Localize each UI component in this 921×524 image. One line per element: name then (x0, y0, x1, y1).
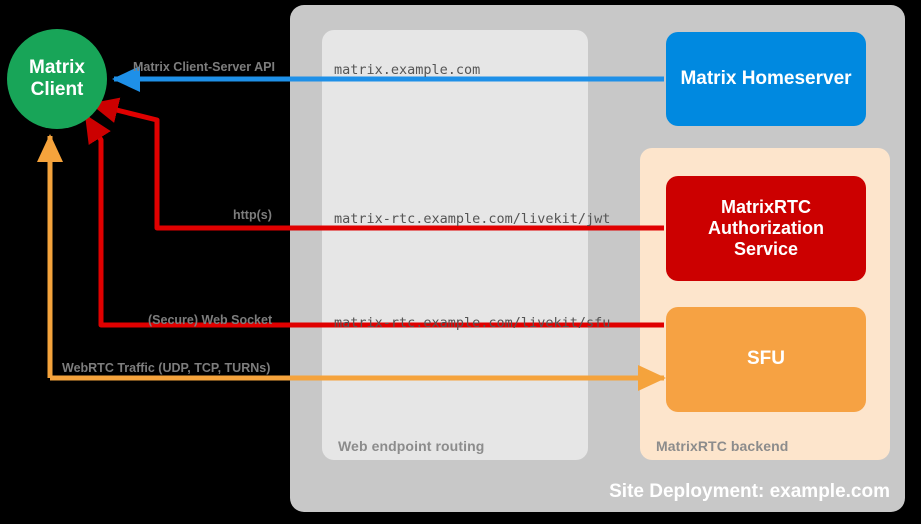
node-matrix-homeserver[interactable]: Matrix Homeserver (666, 32, 866, 126)
site-deployment-title: Site Deployment: example.com (609, 481, 890, 502)
node-matrixrtc-authorization-service[interactable]: MatrixRTC Authorization Service (666, 176, 866, 281)
endpoint-livekit-sfu: matrix-rtc.example.com/livekit/sfu (334, 315, 611, 331)
auth-label-line2: Authorization (708, 217, 824, 238)
web-endpoint-routing-container (322, 30, 588, 460)
node-matrix-client[interactable]: Matrix Client (7, 29, 107, 129)
endpoint-livekit-jwt: matrix-rtc.example.com/livekit/jwt (334, 211, 611, 227)
endpoint-matrix-example-com: matrix.example.com (334, 62, 481, 78)
flow-label-matrix-client-server-api: Matrix Client-Server API (133, 60, 275, 74)
label-matrixrtc-backend: MatrixRTC backend (656, 438, 789, 454)
matrix-client-label-line2: Client (30, 79, 84, 100)
flow-label-secure-web-socket: (Secure) Web Socket (148, 313, 273, 327)
auth-label-line1: MatrixRTC (720, 196, 811, 217)
label-web-endpoint-routing: Web endpoint routing (338, 438, 485, 454)
sfu-label: SFU (747, 348, 785, 370)
flow-label-https: http(s) (233, 208, 272, 222)
matrix-client-label-line1: Matrix (29, 56, 85, 78)
flow-label-webrtc-traffic: WebRTC Traffic (UDP, TCP, TURNs) (62, 361, 271, 375)
matrix-homeserver-label: Matrix Homeserver (680, 67, 852, 89)
auth-label-line3: Service (733, 239, 799, 260)
node-sfu[interactable]: SFU (666, 307, 866, 412)
